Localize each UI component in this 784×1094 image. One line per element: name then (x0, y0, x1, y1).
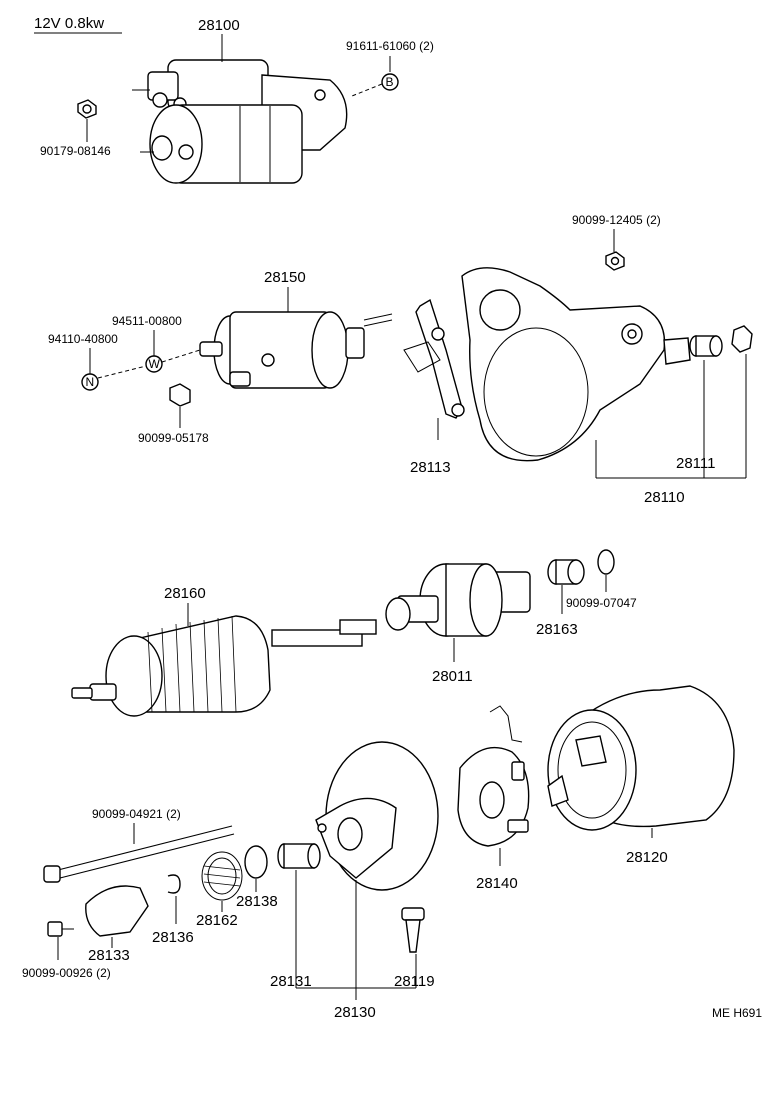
bushing-28111-drawing (689, 325, 753, 357)
label-28100: 28100 (198, 17, 240, 34)
cover-28133-drawing (85, 885, 149, 937)
solenoid-28150-drawing (199, 311, 393, 389)
bushing-28131-drawing (277, 843, 321, 869)
label-28160: 28160 (164, 585, 206, 602)
clutch-28011-drawing (385, 563, 531, 637)
label-28111: 28111 (676, 455, 716, 472)
end-frame-28130-drawing (315, 741, 439, 891)
label-28120: 28120 (626, 849, 668, 866)
spring-28162-drawing (201, 851, 243, 901)
label-90099-12405: 90099-12405 (2) (572, 213, 661, 227)
label-28162: 28162 (196, 912, 238, 929)
screw-90099-00926-drawing (47, 921, 74, 937)
label-90099-04921: 90099-04921 (2) (92, 807, 181, 821)
marker-w (145, 355, 163, 373)
label-90099-05178: 90099-05178 (138, 431, 209, 445)
label-28110: 28110 (644, 489, 685, 506)
label-28138: 28138 (236, 893, 278, 910)
lever-28113-drawing (403, 298, 465, 440)
brush-holder-28140-drawing (457, 705, 530, 847)
label-28133: 28133 (88, 947, 130, 964)
label-28150: 28150 (264, 269, 306, 286)
cap-28119-drawing (401, 907, 425, 953)
marker-w-letter: W (149, 357, 161, 371)
nut-90179-08146-drawing (77, 99, 97, 119)
label-28011: 28011 (432, 668, 473, 685)
yoke-28120-drawing (547, 685, 735, 831)
label-90099-07047: 90099-07047 (566, 596, 637, 610)
marker-b (381, 73, 399, 91)
label-91611-61060: 91611-61060 (2) (346, 39, 434, 53)
armature-28160-drawing (71, 615, 377, 717)
label-28113: 28113 (410, 459, 451, 476)
label-94110-40800: 94110-40800 (48, 332, 118, 346)
housing-28110-drawing (461, 267, 691, 462)
label-94511-00800: 94511-00800 (112, 314, 182, 328)
starter-assembly-drawing (132, 59, 348, 184)
spec-label: 12V 0.8kw (34, 15, 104, 32)
label-28119: 28119 (394, 973, 435, 990)
label-28131: 28131 (270, 973, 312, 990)
clip-28136-drawing (167, 874, 181, 894)
ring-28138-drawing (244, 845, 268, 879)
nut-90099-05178-drawing (169, 383, 191, 407)
bushing-28163-drawing (547, 559, 585, 585)
label-90179-08146: 90179-08146 (40, 144, 111, 158)
label-28163: 28163 (536, 621, 578, 638)
footer-code: ME H691 (712, 1006, 762, 1020)
bolt-90099-04921-drawing (43, 825, 235, 883)
label-28136: 28136 (152, 929, 194, 946)
marker-n-letter: N (86, 375, 95, 389)
marker-b-letter: B (386, 75, 394, 89)
marker-n (81, 373, 99, 391)
label-28140: 28140 (476, 875, 518, 892)
ring-90099-07047-drawing (597, 549, 615, 575)
label-28130: 28130 (334, 1004, 376, 1021)
label-90099-00926: 90099-00926 (2) (22, 966, 111, 980)
nut-90099-12405-drawing (605, 251, 625, 271)
